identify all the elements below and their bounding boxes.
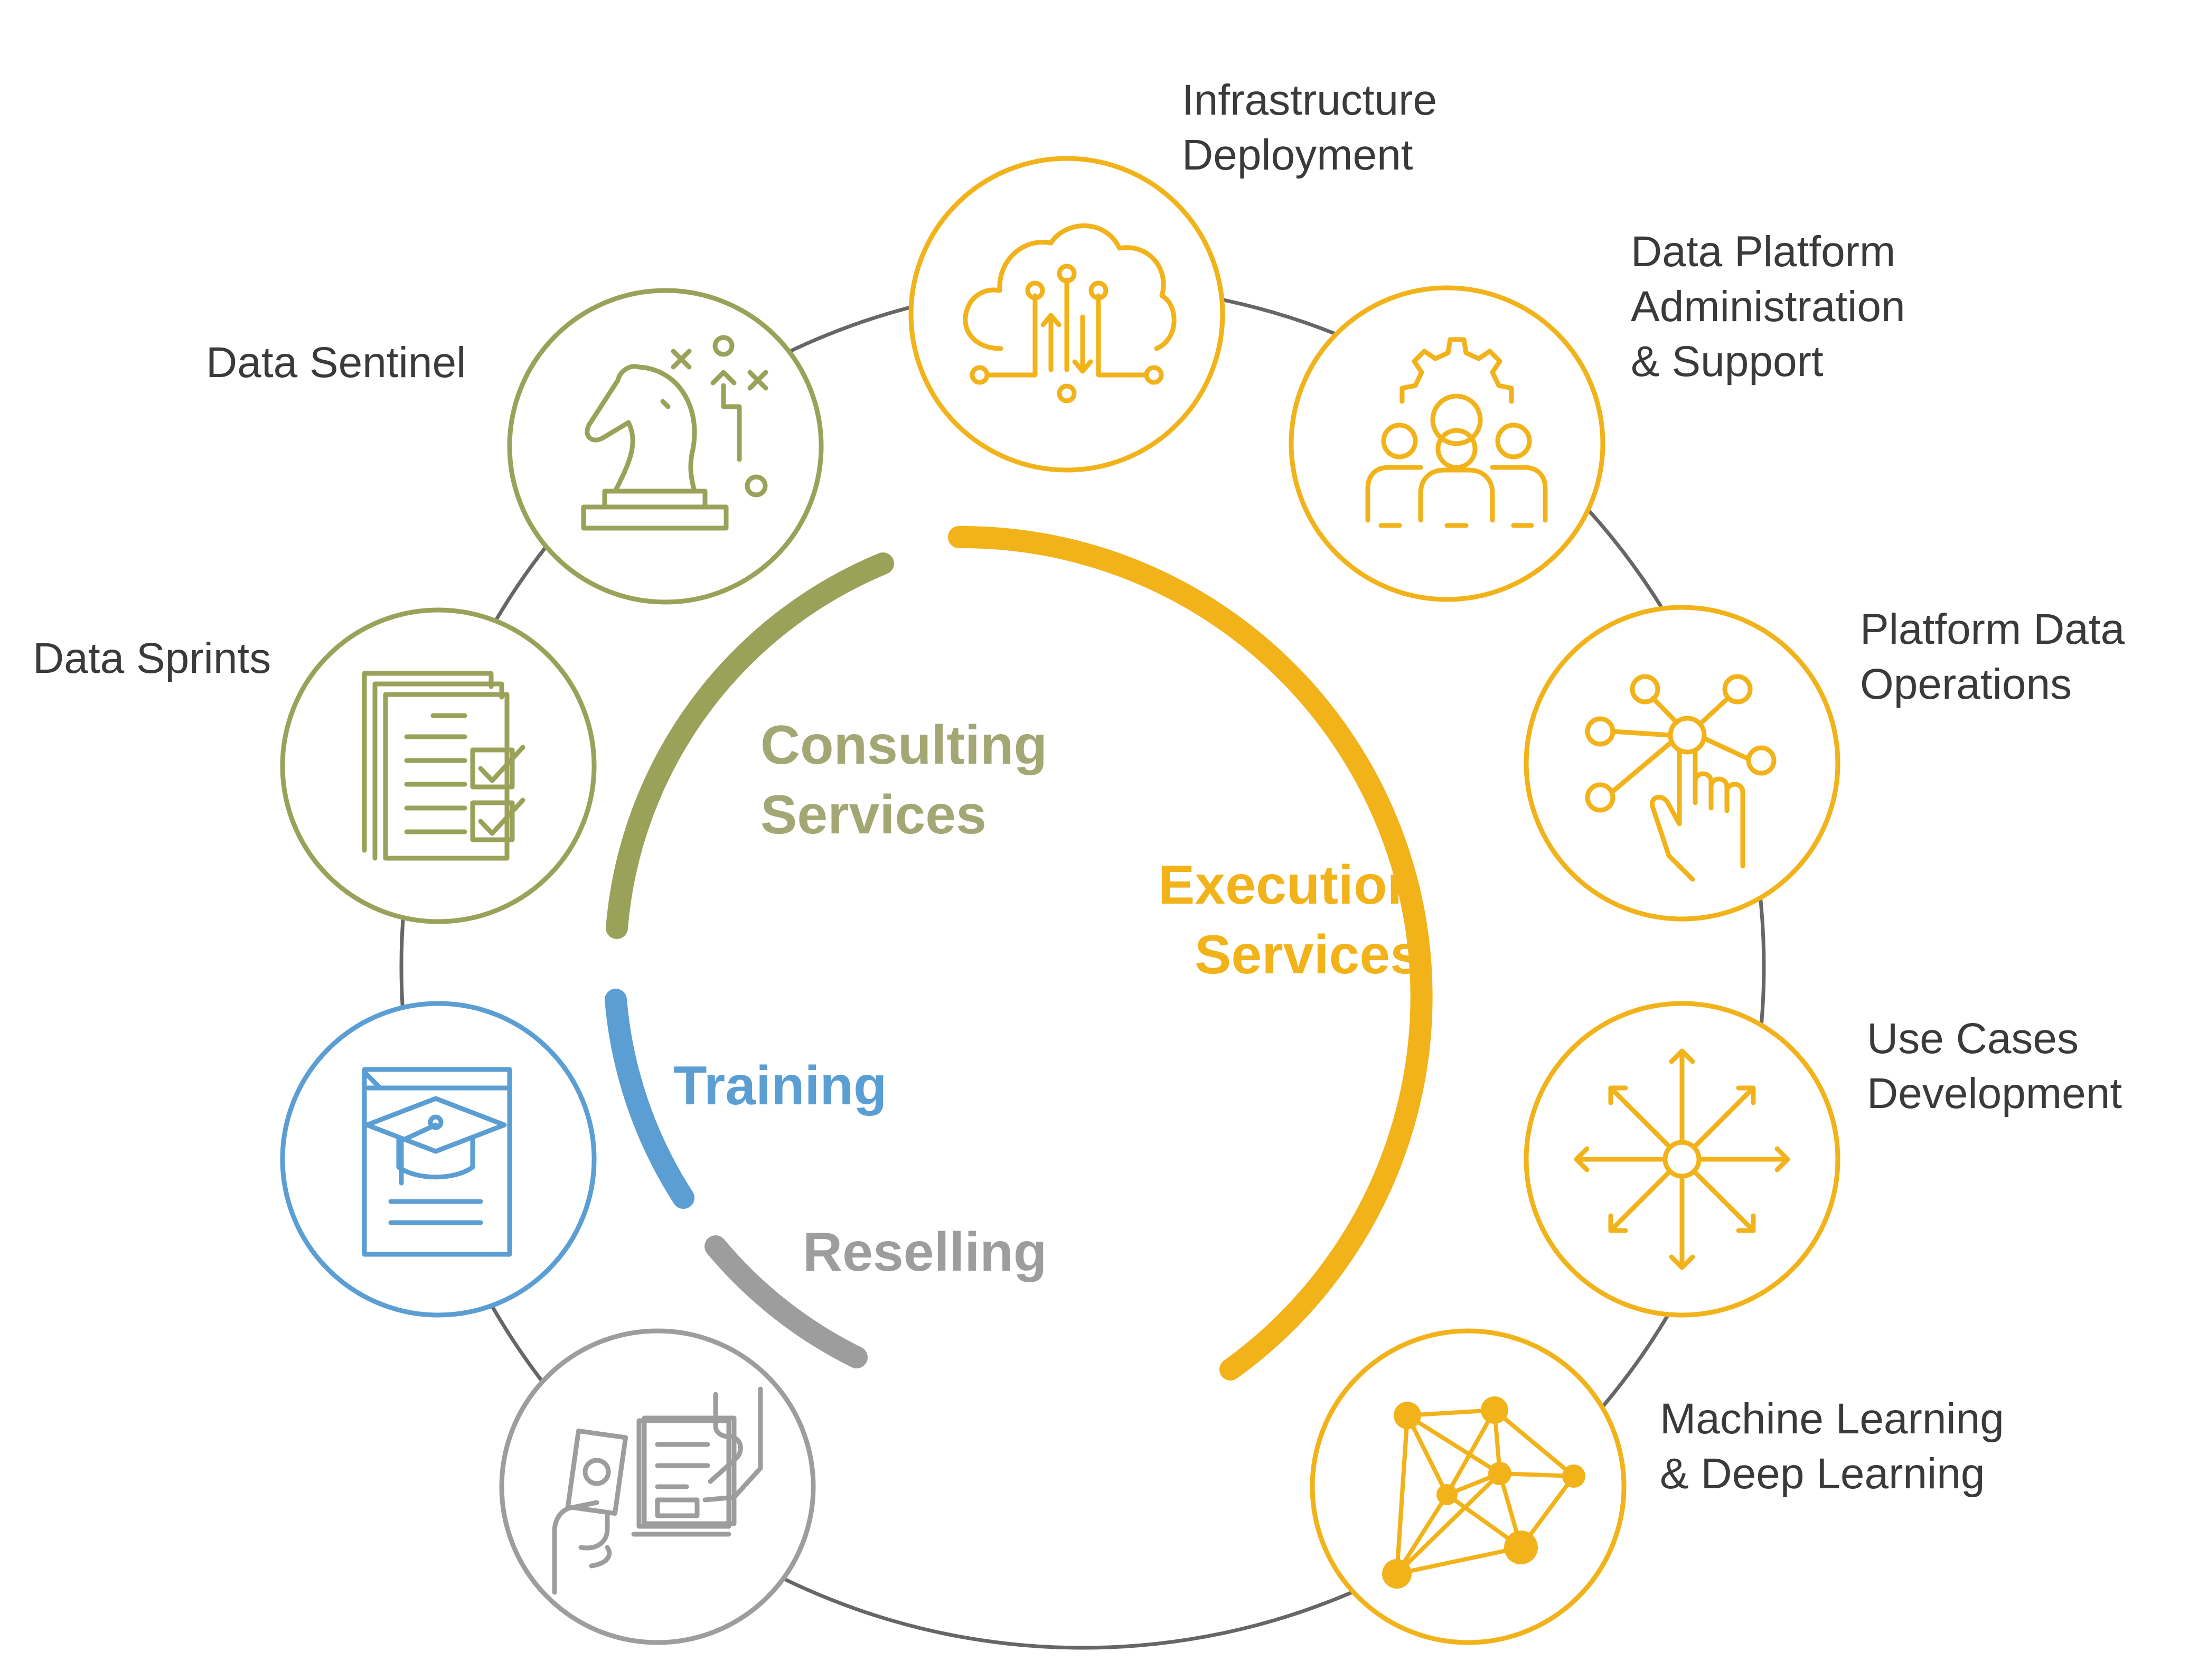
infrastructure-label: Infrastructure Deployment bbox=[1182, 73, 1437, 183]
ml-node[interactable] bbox=[1310, 1328, 1627, 1645]
neural-mesh-nodes bbox=[1382, 1396, 1585, 1589]
training-node[interactable] bbox=[280, 1001, 597, 1318]
execution-label-line2: Services bbox=[1195, 924, 1421, 986]
training-arc bbox=[605, 989, 694, 1209]
ml-label-line1: Machine Learning bbox=[1660, 1395, 2004, 1443]
execution-arc bbox=[948, 525, 1433, 1381]
radiating-arrows-icon bbox=[1574, 1048, 1790, 1270]
sprints-label: Data Sprints bbox=[33, 631, 271, 686]
training-label-line1: Training bbox=[673, 1055, 887, 1116]
data-platform-label-line3: & Support bbox=[1631, 337, 1824, 386]
use-cases-label-line1: Use Cases bbox=[1867, 1015, 2079, 1063]
consulting-label-line1: Consulting bbox=[760, 715, 1048, 776]
reselling-label-line1: Reselling bbox=[803, 1222, 1047, 1283]
sentinel-label: Data Sentinel bbox=[206, 335, 466, 390]
platform-ops-label-line1: Platform Data bbox=[1860, 605, 2125, 653]
data-platform-node[interactable] bbox=[1289, 285, 1605, 602]
infrastructure-label-line2: Deployment bbox=[1182, 131, 1413, 179]
reselling-arc bbox=[704, 1235, 868, 1368]
cloud-circuit-icon bbox=[963, 223, 1177, 403]
graduation-book-icon bbox=[362, 1067, 512, 1257]
reselling-category-label: Reselling bbox=[803, 1217, 1047, 1287]
sprints-label-line1: Data Sprints bbox=[33, 634, 271, 682]
consulting-category-label: Consulting Services bbox=[760, 710, 1047, 850]
hand-network-icon bbox=[1585, 674, 1777, 882]
infrastructure-label-line1: Infrastructure bbox=[1182, 76, 1438, 124]
reselling-node[interactable] bbox=[499, 1328, 816, 1645]
execution-category-label: Execution Services bbox=[1109, 850, 1421, 990]
use-cases-label: Use Cases Development bbox=[1867, 1011, 2122, 1121]
team-gear-icon bbox=[1365, 337, 1548, 528]
use-cases-label-line2: Development bbox=[1867, 1069, 2122, 1118]
platform-ops-node[interactable] bbox=[1524, 605, 1840, 922]
platform-ops-label-line2: Operations bbox=[1860, 660, 2072, 708]
consulting-label-line2: Services bbox=[760, 784, 987, 846]
data-platform-label-line2: Administration bbox=[1631, 283, 1905, 331]
payment-exchange-icon bbox=[552, 1386, 763, 1595]
consulting-arc bbox=[606, 552, 894, 939]
sentinel-node[interactable] bbox=[507, 288, 824, 605]
platform-ops-label: Platform Data Operations bbox=[1860, 602, 2125, 712]
sentinel-label-line1: Data Sentinel bbox=[206, 339, 466, 387]
data-platform-label-line1: Data Platform bbox=[1631, 228, 1896, 276]
sprints-node[interactable] bbox=[280, 607, 597, 924]
chess-knight-strategy-icon bbox=[581, 335, 768, 531]
infrastructure-node[interactable] bbox=[908, 156, 1225, 473]
execution-label-line1: Execution bbox=[1158, 855, 1421, 916]
use-cases-node[interactable] bbox=[1524, 1001, 1840, 1318]
checklist-documents-icon bbox=[362, 671, 525, 861]
ml-label-line2: & Deep Learning bbox=[1660, 1450, 1985, 1498]
training-category-label: Training bbox=[673, 1051, 887, 1121]
ml-label: Machine Learning & Deep Learning bbox=[1660, 1392, 2004, 1501]
data-platform-label: Data Platform Administration & Support bbox=[1631, 224, 1905, 389]
